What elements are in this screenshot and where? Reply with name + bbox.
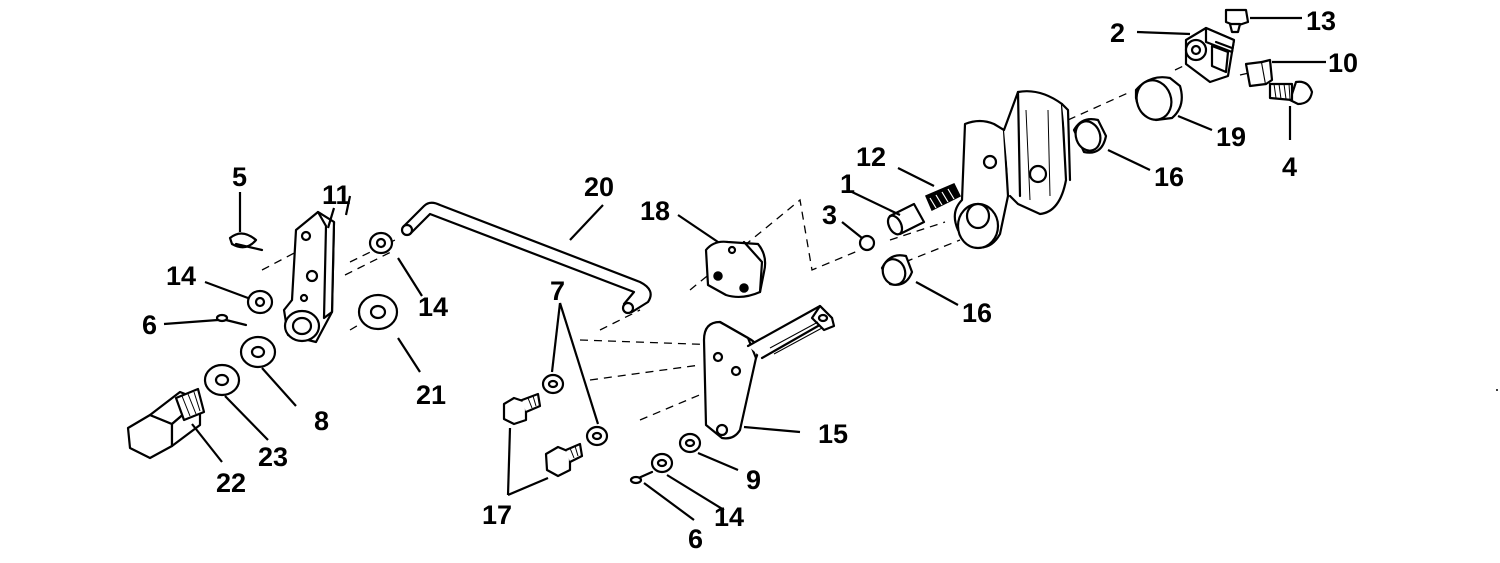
lock-plate-10 (1244, 58, 1274, 88)
callout-14-mid: 14 (418, 292, 448, 322)
bolt-17-lower (544, 442, 584, 478)
link-rod-20 (400, 201, 652, 315)
callout-17: 17 (482, 500, 512, 530)
washer-7-lower (585, 425, 609, 447)
shift-lever-15 (702, 304, 836, 440)
callout-12: 12 (856, 142, 886, 172)
stray-dot (1496, 389, 1498, 391)
callout-5: 5 (232, 162, 247, 192)
callout-3: 3 (822, 200, 837, 230)
washer-7-upper (541, 373, 565, 395)
callout-labels: 5 11 14 6 14 21 8 23 22 20 18 7 17 9 14 … (142, 6, 1358, 554)
callout-6-left: 6 (142, 310, 157, 340)
callout-2: 2 (1110, 18, 1125, 48)
callout-7: 7 (550, 276, 565, 306)
callout-6-lower: 6 (688, 524, 703, 554)
callout-15: 15 (818, 419, 848, 449)
washer-21 (357, 293, 399, 331)
bushing-16-upper (1072, 118, 1108, 154)
cotter-pin-6-left (215, 313, 248, 327)
bolt-22 (126, 387, 206, 460)
callout-9: 9 (746, 465, 761, 495)
plunger-1 (886, 202, 926, 236)
callout-14-lower: 14 (714, 502, 744, 532)
washer-8 (239, 335, 277, 369)
spring-12 (925, 183, 962, 212)
bolt-17-upper (502, 392, 542, 426)
callout-8: 8 (314, 406, 329, 436)
lever-11 (282, 210, 336, 344)
bushing-16-lower (880, 254, 914, 286)
washer-9 (678, 432, 702, 454)
callout-18: 18 (640, 196, 670, 226)
callout-22: 22 (216, 468, 246, 498)
callout-16-lower: 16 (962, 298, 992, 328)
callout-20: 20 (584, 172, 614, 202)
callout-23: 23 (258, 442, 288, 472)
callout-4: 4 (1282, 152, 1297, 182)
callout-21: 21 (416, 380, 446, 410)
washer-14-left (246, 289, 274, 315)
callout-10: 10 (1328, 48, 1358, 78)
washer-14-lower (650, 452, 674, 474)
washer-23 (203, 363, 241, 397)
mount-housing (953, 90, 1072, 250)
callout-1: 1 (840, 169, 855, 199)
callout-16-upper: 16 (1154, 162, 1184, 192)
callout-11: 11 (322, 180, 351, 210)
clevis-2 (1184, 26, 1236, 84)
assembly-dashed-lines (261, 57, 1263, 421)
callout-13: 13 (1306, 6, 1336, 36)
grease-fitting-13 (1224, 8, 1250, 34)
callout-14-left: 14 (166, 261, 196, 291)
bolt-4 (1268, 80, 1314, 106)
ball-3 (858, 234, 876, 252)
cotter-pin-6-lower (629, 470, 654, 485)
spacer-19 (1134, 76, 1183, 122)
callout-19: 19 (1216, 122, 1246, 152)
leader-lines (163, 16, 1326, 521)
clip-5 (228, 232, 264, 252)
bracket-18 (704, 240, 767, 299)
washer-14-mid (368, 231, 394, 255)
